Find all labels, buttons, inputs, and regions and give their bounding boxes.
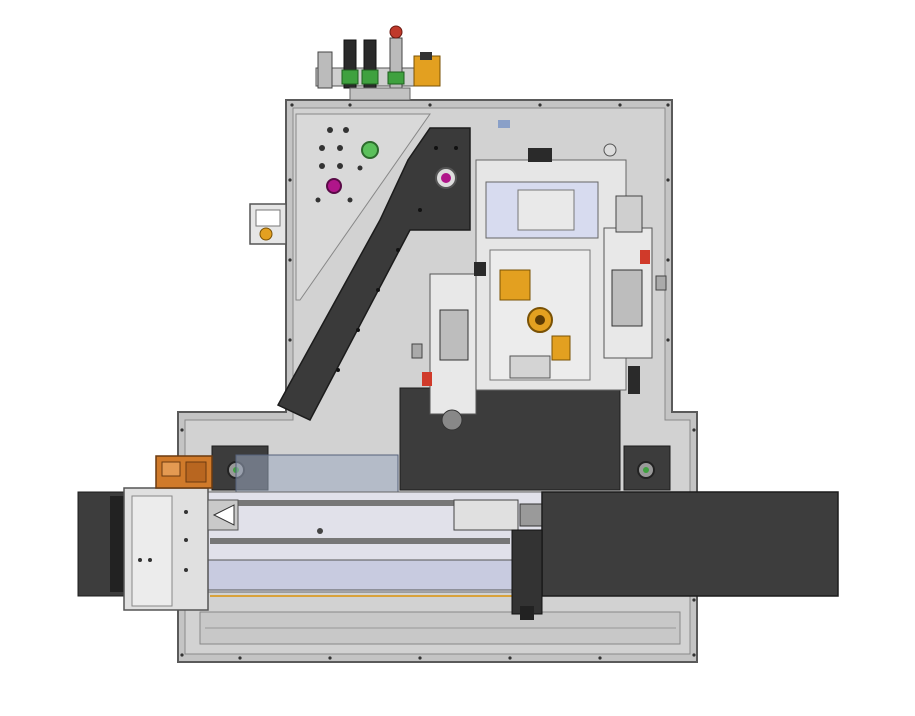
side-details — [411, 120, 667, 386]
swing-arm-plate — [276, 127, 471, 421]
lower-dark-plate — [211, 387, 671, 491]
linear-slide — [205, 491, 563, 597]
orange-actuator — [155, 455, 213, 489]
tool-turret — [429, 148, 653, 431]
control-panel — [295, 113, 431, 301]
spindle-housing — [77, 487, 239, 611]
conveyor-belt — [511, 491, 839, 620]
valve-block — [249, 203, 287, 245]
pneumatic-manifold — [315, 25, 441, 101]
